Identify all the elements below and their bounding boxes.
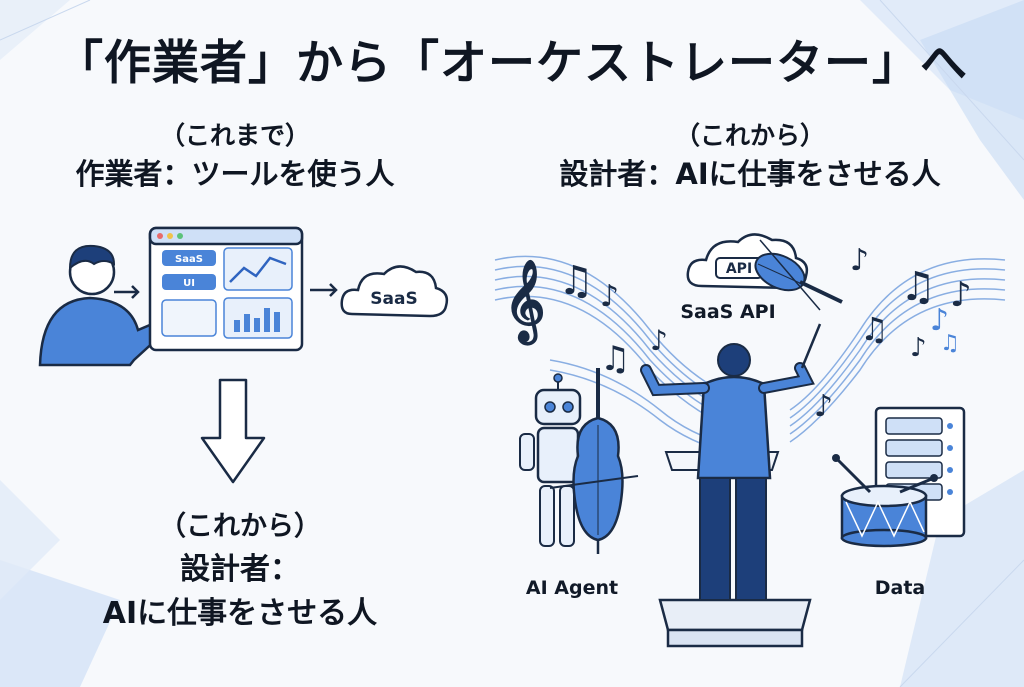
future-line1: 設計者：	[180, 552, 300, 587]
svg-text:♫: ♫	[558, 258, 594, 304]
svg-text:♪: ♪	[600, 279, 619, 314]
music-staff-right	[789, 258, 1006, 443]
future-caption: （これから） 設計者： AIに仕事をさせる人	[60, 506, 420, 636]
cloud-saas-label: SaaS	[370, 289, 417, 309]
svg-text:♪: ♪	[930, 303, 949, 338]
right-caption: （これから） 設計者：AIに仕事をさせる人	[500, 118, 1000, 194]
svg-text:♫: ♫	[600, 339, 630, 379]
ai-agent-label: AI Agent	[526, 577, 618, 599]
worker-illustration: SaaS UI SaaS	[38, 226, 449, 367]
browser-window-icon: SaaS UI	[148, 226, 304, 352]
person-icon	[38, 244, 178, 367]
svg-text:♪: ♪	[650, 324, 668, 357]
api-label: API	[726, 261, 752, 277]
drum-icon	[832, 454, 938, 548]
orchestra-illustration: 𝄞 ♫ ♪ ♫ ♪ ♪ ♫ ♪ ♫ ♪ ♪ ♪ ♫ API SaaS API	[494, 233, 1006, 648]
down-arrow-icon	[200, 378, 266, 484]
conductor-podium	[658, 598, 812, 648]
arrow-to-cloud-icon	[310, 283, 338, 297]
data-label: Data	[875, 577, 926, 599]
page-title: 「作業者」から「オーケストレーター」へ	[56, 36, 968, 91]
arrow-icon	[114, 285, 140, 299]
left-heading: 作業者：ツールを使う人	[75, 157, 395, 191]
chip-saas-label: SaaS	[175, 254, 203, 265]
svg-text:♪: ♪	[850, 243, 869, 278]
music-note-blue-icon: ♪ ♫	[930, 303, 960, 356]
cello-icon	[549, 368, 639, 554]
conductor-icon	[640, 323, 822, 601]
saas-api-label: SaaS API	[680, 301, 775, 323]
right-heading: 設計者：AIに仕事をさせる人	[559, 157, 941, 191]
music-note-icon: ♫ ♪ ♫ ♪ ♪ ♫ ♪ ♫ ♪ ♪	[558, 243, 972, 424]
robot-icon	[519, 373, 582, 547]
right-subtitle: （これから）	[674, 121, 825, 150]
svg-text:♪: ♪	[910, 333, 927, 363]
svg-text:♪: ♪	[814, 389, 833, 424]
future-subtitle: （これから）	[159, 511, 321, 542]
violin-icon	[754, 239, 843, 311]
treble-clef-icon: 𝄞	[504, 259, 545, 346]
svg-text:♪: ♪	[950, 275, 972, 315]
svg-text:♫: ♫	[900, 264, 936, 310]
left-subtitle: （これまで）	[159, 121, 310, 150]
future-line2: AIに仕事をさせる人	[102, 596, 378, 631]
chip-ui-label: UI	[183, 278, 195, 289]
svg-text:♫: ♫	[940, 331, 960, 356]
left-caption: （これまで） 作業者：ツールを使う人	[20, 118, 450, 194]
svg-text:♫: ♫	[860, 310, 889, 348]
cloud-icon: SaaS	[340, 265, 449, 318]
